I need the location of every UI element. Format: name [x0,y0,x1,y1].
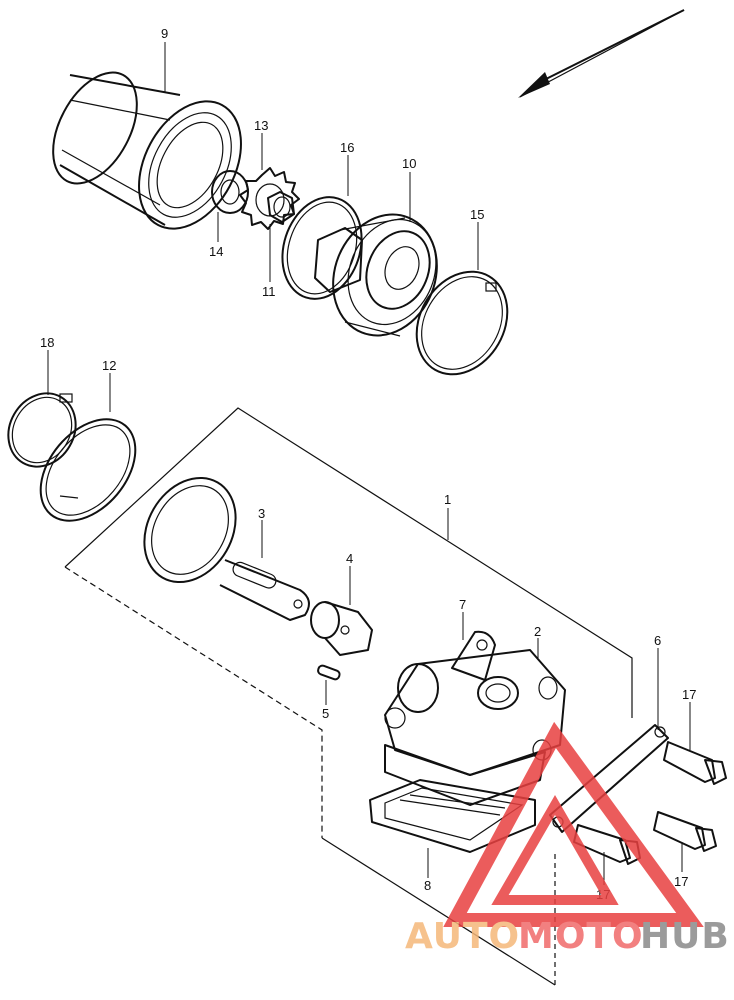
part-4-plunger [310,601,373,656]
callout-15: 15 [470,207,484,222]
callout-7: 7 [459,597,466,612]
part-12-gasket [39,418,137,522]
callout-4: 4 [346,551,353,566]
part-7-tab [451,630,496,681]
direction-arrow [518,9,685,98]
leader-lines [47,42,691,885]
watermark-auto: AUTO [405,916,520,957]
part-15-circlip [415,270,509,376]
part-10-rotor [314,213,438,337]
callout-labels: 9 13 16 10 15 14 11 18 12 1 3 4 5 7 2 6 … [40,26,696,902]
callout-8: 8 [424,878,431,893]
callout-11: 11 [262,284,276,299]
part-14-washer [211,170,249,214]
part-17-bolt-c [653,811,717,852]
callout-1: 1 [444,492,451,507]
callout-12: 12 [102,358,116,373]
callout-17-a: 17 [682,687,696,702]
part-13-gear [239,167,300,230]
callout-14: 14 [209,244,223,259]
watermark-logo: AUTO MOTO HUB [405,721,730,957]
callout-3: 3 [258,506,265,521]
callout-13: 13 [254,118,268,133]
callout-2: 2 [534,624,541,639]
callout-10: 10 [402,156,416,171]
part-8-strainer [369,779,536,853]
callout-18: 18 [40,335,54,350]
part-9-filter-screen [52,71,242,230]
callout-9: 9 [161,26,168,41]
callout-17-c: 17 [674,874,688,889]
part-5-pin [317,664,341,681]
part-16-oring [281,196,363,300]
callout-5: 5 [322,706,329,721]
part-11-nut [267,191,295,223]
part-3-bracket [143,476,310,621]
part-17-bolt-a [663,741,727,785]
part-2-pump-body [384,649,566,806]
callout-16: 16 [340,140,354,155]
watermark-moto: MOTO [518,916,644,957]
callout-6: 6 [654,633,661,648]
watermark-hub: HUB [640,916,730,957]
